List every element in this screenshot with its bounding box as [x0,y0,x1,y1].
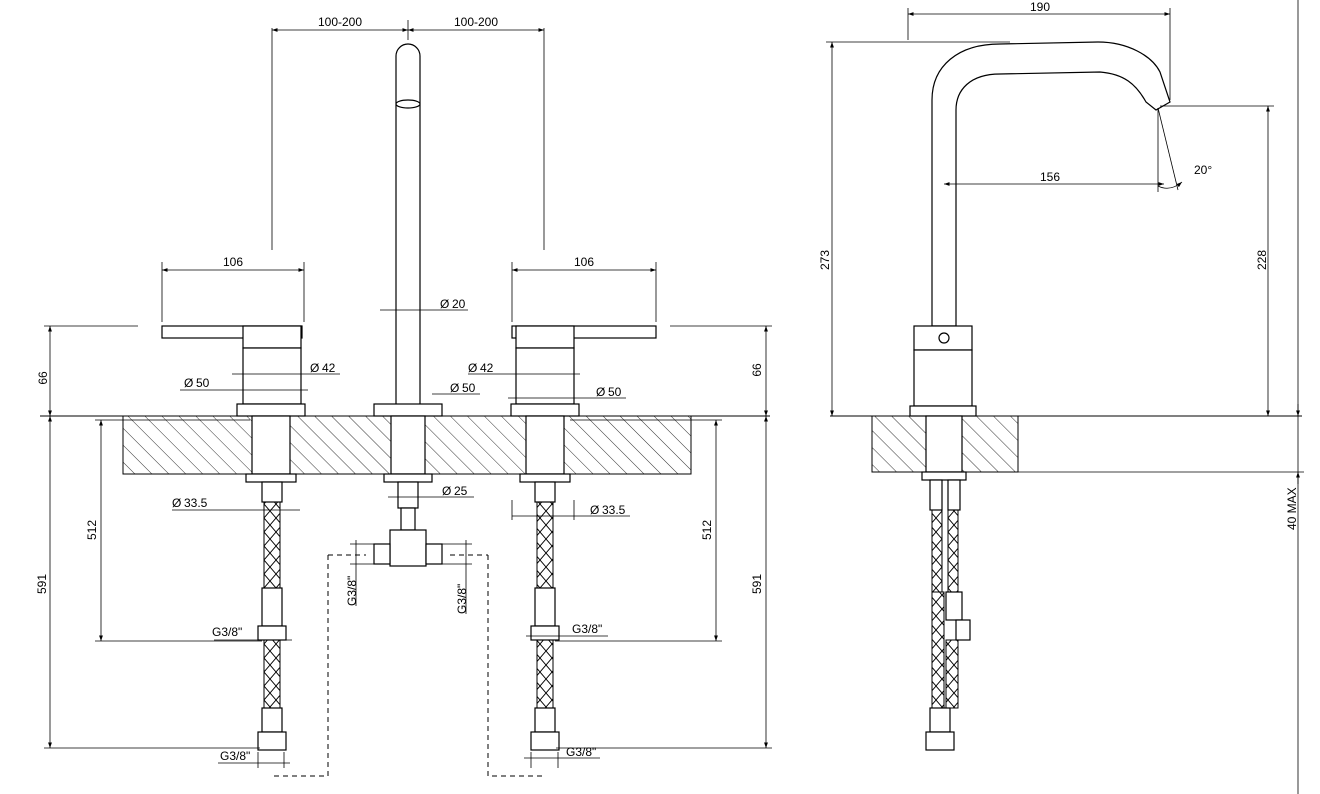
dim-outlet-height: 228 [1255,250,1269,270]
thread-left-end: G3/8" [220,749,250,763]
dim-base-dia-right: 50 [608,385,622,399]
dim-hose-right: 512 [700,520,714,540]
diameter-symbol: Ø [450,381,459,395]
diameter-symbol: Ø [442,484,451,498]
dim-handle-right: 106 [574,255,594,269]
side-view: 190 156 20° 273 228 40 MAX [818,0,1304,794]
thread-center-right: G3/8" [455,584,469,614]
dim-total-height: 273 [818,250,832,270]
dim-body-dia-right: 42 [480,361,494,375]
dim-spacing-right: 100-200 [454,15,498,29]
dim-angle: 20° [1194,163,1212,177]
dim-total-left: 591 [35,574,49,594]
thread-right-mid: G3/8" [572,622,602,636]
center-supply-dashed [272,554,544,777]
dim-base-dia-center: 50 [462,381,476,395]
left-valve [161,325,306,751]
diameter-symbol: Ø [440,297,449,311]
thread-center-left: G3/8" [345,576,359,606]
dim-deck-max: 40 MAX [1285,487,1299,530]
dim-height-right: 66 [750,363,764,377]
center-spout [373,43,443,567]
diameter-symbol: Ø [310,361,319,375]
right-valve [510,325,657,751]
dim-body-dia-left: 42 [322,361,336,375]
thread-right-end: G3/8" [566,745,596,759]
thread-left-mid: G3/8" [212,625,242,639]
dim-shank-dia-right: 33.5 [602,503,626,517]
dim-spout-dia: 20 [452,297,466,311]
side-spout [931,41,1171,327]
diameter-symbol: Ø [468,361,477,375]
dim-shank-dia-left: 33.5 [184,496,208,510]
front-view: 100-200 100-200 106 106 Ø 20 Ø 42 Ø 50 Ø… [35,15,772,777]
dim-handle-left: 106 [223,255,243,269]
diameter-symbol: Ø [184,376,193,390]
dim-shank-dia-center: 25 [454,484,468,498]
dim-base-dia-left: 50 [196,376,210,390]
diameter-symbol: Ø [596,385,605,399]
dim-reach-outlet: 156 [1040,170,1060,184]
dim-spacing-left: 100-200 [318,15,362,29]
dim-reach-top: 190 [1030,0,1050,14]
dim-hose-left: 512 [85,520,99,540]
diameter-symbol: Ø [590,503,599,517]
dim-height-left: 66 [36,371,50,385]
dim-total-right: 591 [750,574,764,594]
diameter-symbol: Ø [172,496,181,510]
